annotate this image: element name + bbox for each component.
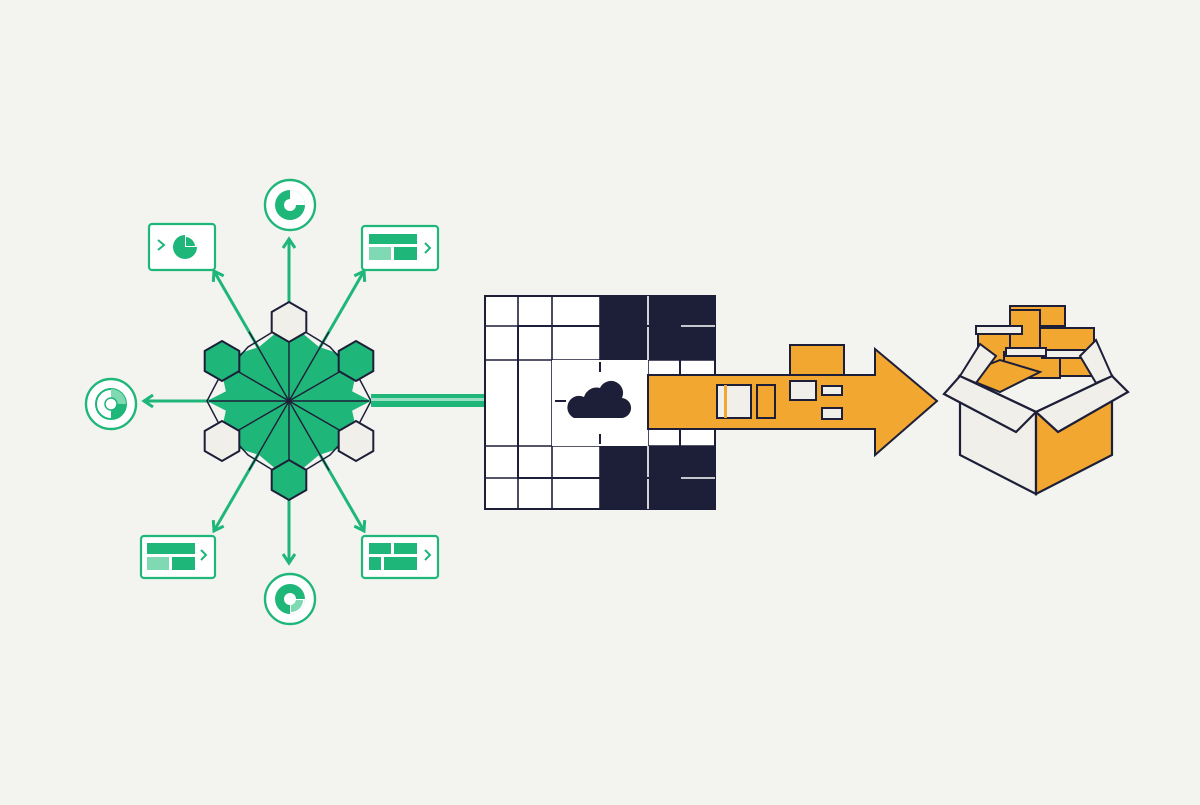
spoke-arrowhead-icon [353, 268, 367, 282]
hexagon-node [337, 339, 375, 383]
pie-chart-icon [173, 235, 197, 259]
spoke-arrowhead-icon [281, 236, 297, 249]
box-right-flap [1034, 374, 1130, 434]
table-icon [369, 234, 417, 260]
hub-hexagons [203, 300, 375, 502]
hexagon-node [270, 300, 308, 344]
satellite-table-card-bottom-left [139, 534, 217, 580]
grid-inner-path [517, 325, 681, 479]
hexagon-node [203, 419, 241, 463]
donut-chart-icon [95, 388, 127, 420]
satellite-badge-left [84, 377, 138, 431]
donut-chart-icon [275, 190, 305, 220]
open-box-icon [942, 305, 1130, 496]
right-arrow-icon [647, 344, 939, 458]
data-grid [484, 295, 716, 510]
hexagon-node [337, 419, 375, 463]
spoke-arrowhead-icon [353, 520, 367, 534]
hub-radial-line [288, 331, 330, 402]
spoke-arrowhead-icon [281, 553, 297, 566]
hub-cluster [84, 178, 555, 626]
satellite-pie-card [147, 222, 217, 272]
satellite-table-card-bottom-right [360, 534, 440, 580]
hub-radial-line [248, 331, 290, 402]
arrow-cargo-card [716, 384, 752, 419]
table-icon [369, 543, 417, 570]
arrow-cargo-box [789, 344, 845, 376]
hexagon-node [270, 458, 308, 502]
connector-highlight [371, 398, 555, 401]
hub-radial-line [248, 400, 290, 471]
donut-chart-icon [275, 584, 305, 614]
box-left-flap [942, 374, 1038, 434]
satellite-table-card-top-right [360, 224, 440, 272]
satellite-badge-bottom [263, 572, 317, 626]
grid-center-ticks [555, 362, 601, 444]
cloud-icon [567, 380, 632, 419]
hub-radial-line [288, 400, 330, 471]
spoke-arrowhead-icon [211, 520, 225, 534]
hub-core [206, 321, 372, 481]
spoke-arrowhead-icon [141, 393, 154, 409]
spoke-arrowhead-icon [211, 268, 225, 282]
hexagon-node [203, 339, 241, 383]
satellite-badge-top [263, 178, 317, 232]
grid-dark-top [600, 296, 715, 360]
table-icon [147, 543, 195, 570]
